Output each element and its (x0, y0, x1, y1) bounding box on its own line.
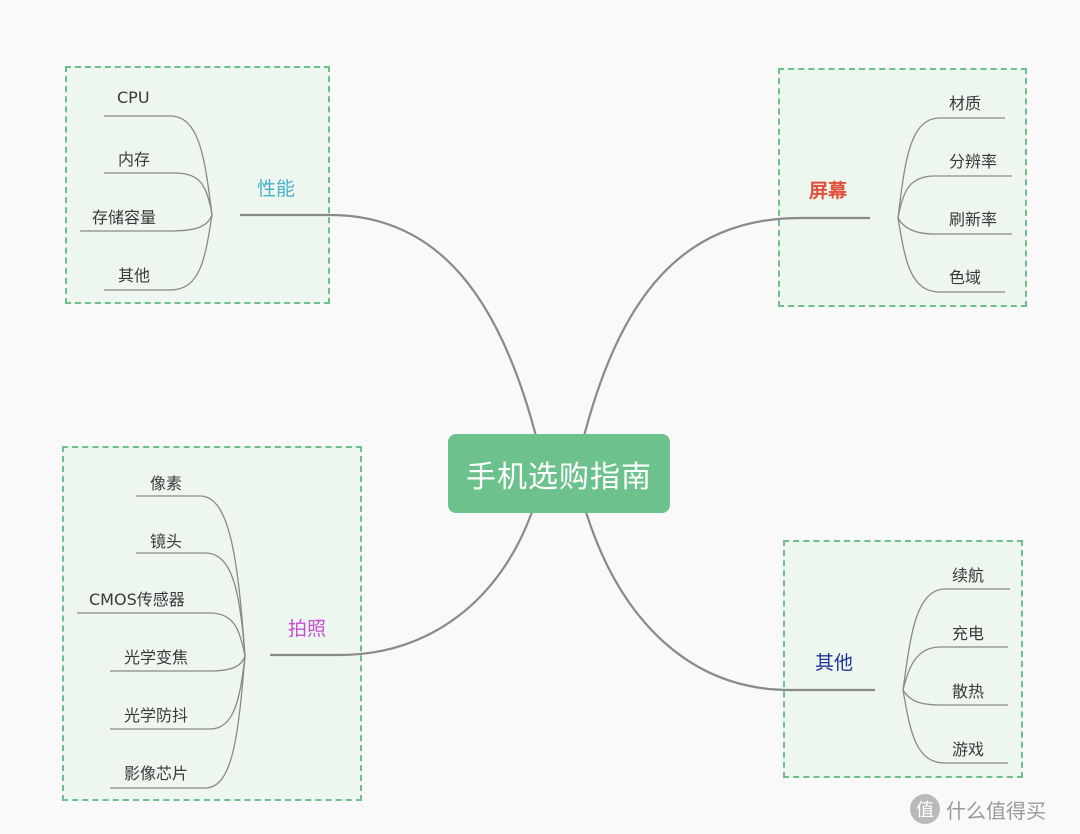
connector-leaf-image-chip (110, 655, 246, 789)
branch-box-other (783, 540, 1023, 778)
connector-leaf-cooling (902, 689, 1008, 706)
connector-leaf-memory (104, 172, 213, 216)
connector-leaf-material (897, 117, 1005, 219)
connector-leaf-battery (902, 588, 1010, 691)
leaf-cpu[interactable]: CPU (117, 88, 150, 107)
connector-leaf-gamut (897, 217, 1005, 293)
connector-center-performance (240, 213, 538, 437)
leaf-lens[interactable]: 镜头 (150, 532, 183, 551)
connector-leaf-pixels (136, 495, 246, 657)
central-topic[interactable]: 手机选购指南 (448, 434, 670, 513)
leaf-material[interactable]: 材质 (949, 94, 982, 113)
connector-leaf-perf-other (104, 214, 213, 291)
connector-leaf-cpu (104, 115, 213, 216)
leaf-optical-stabilization[interactable]: 光学防抖 (124, 706, 189, 725)
connector-leaf-optical-zoom (110, 655, 246, 672)
watermark-text: 什么值得买 (946, 798, 1046, 823)
connector-leaf-lens (136, 552, 246, 657)
leaf-optical-zoom[interactable]: 光学变焦 (124, 648, 189, 667)
leaf-cmos-sensor[interactable]: CMOS传感器 (89, 590, 185, 609)
leaf-resolution[interactable]: 分辨率 (949, 152, 998, 171)
leaf-pixels[interactable]: 像素 (150, 474, 183, 493)
leaf-storage[interactable]: 存储容量 (92, 208, 157, 227)
leaf-refresh-rate[interactable]: 刷新率 (949, 210, 998, 229)
leaf-charging[interactable]: 充电 (952, 624, 985, 643)
value-icon: 值 (910, 794, 940, 824)
connector-center-other (584, 511, 875, 692)
connector-center-camera (270, 511, 534, 657)
leaf-cooling[interactable]: 散热 (952, 682, 985, 701)
watermark: 值 什么值得买 (910, 792, 1076, 826)
connector-leaf-storage (80, 214, 213, 232)
leaf-perf-other[interactable]: 其他 (118, 266, 151, 285)
leaf-image-chip[interactable]: 影像芯片 (124, 764, 189, 783)
connector-leaf-gaming (902, 689, 1008, 764)
topic-screen[interactable]: 屏幕 (809, 180, 848, 202)
topic-other[interactable]: 其他 (815, 652, 854, 674)
branch-box-performance (65, 66, 330, 304)
connector-center-screen (582, 216, 870, 437)
connector-leaf-cmos (77, 612, 246, 657)
leaf-memory[interactable]: 内存 (118, 150, 151, 169)
connector-leaf-charging (902, 646, 1008, 691)
leaf-color-gamut[interactable]: 色域 (949, 268, 982, 287)
branch-box-camera (62, 446, 362, 801)
connector-leaf-resolution (897, 175, 1012, 219)
topic-performance[interactable]: 性能 (257, 178, 296, 200)
connector-leaf-refresh (897, 217, 1012, 235)
topic-camera[interactable]: 拍照 (288, 618, 327, 640)
leaf-gaming[interactable]: 游戏 (952, 740, 985, 759)
leaf-battery-life[interactable]: 续航 (952, 566, 985, 585)
